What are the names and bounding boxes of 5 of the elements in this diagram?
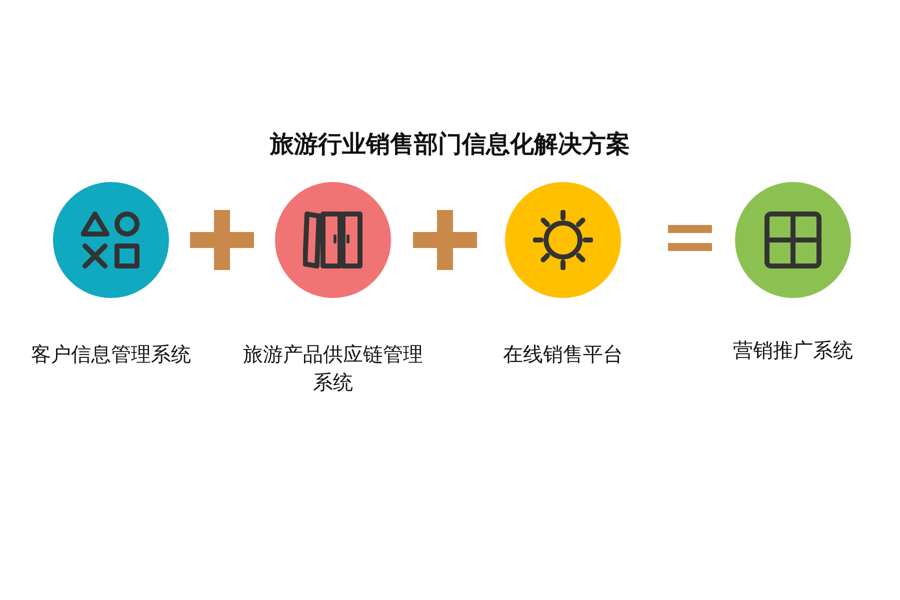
node-label: 客户信息管理系统 (30, 341, 192, 368)
node-label: 旅游产品供应链管理系统 (242, 341, 424, 396)
node-label: 在线销售平台 (502, 341, 624, 368)
node-label: 营销推广系统 (732, 337, 854, 364)
title: 旅游行业销售部门信息化解决方案 (268, 129, 631, 160)
